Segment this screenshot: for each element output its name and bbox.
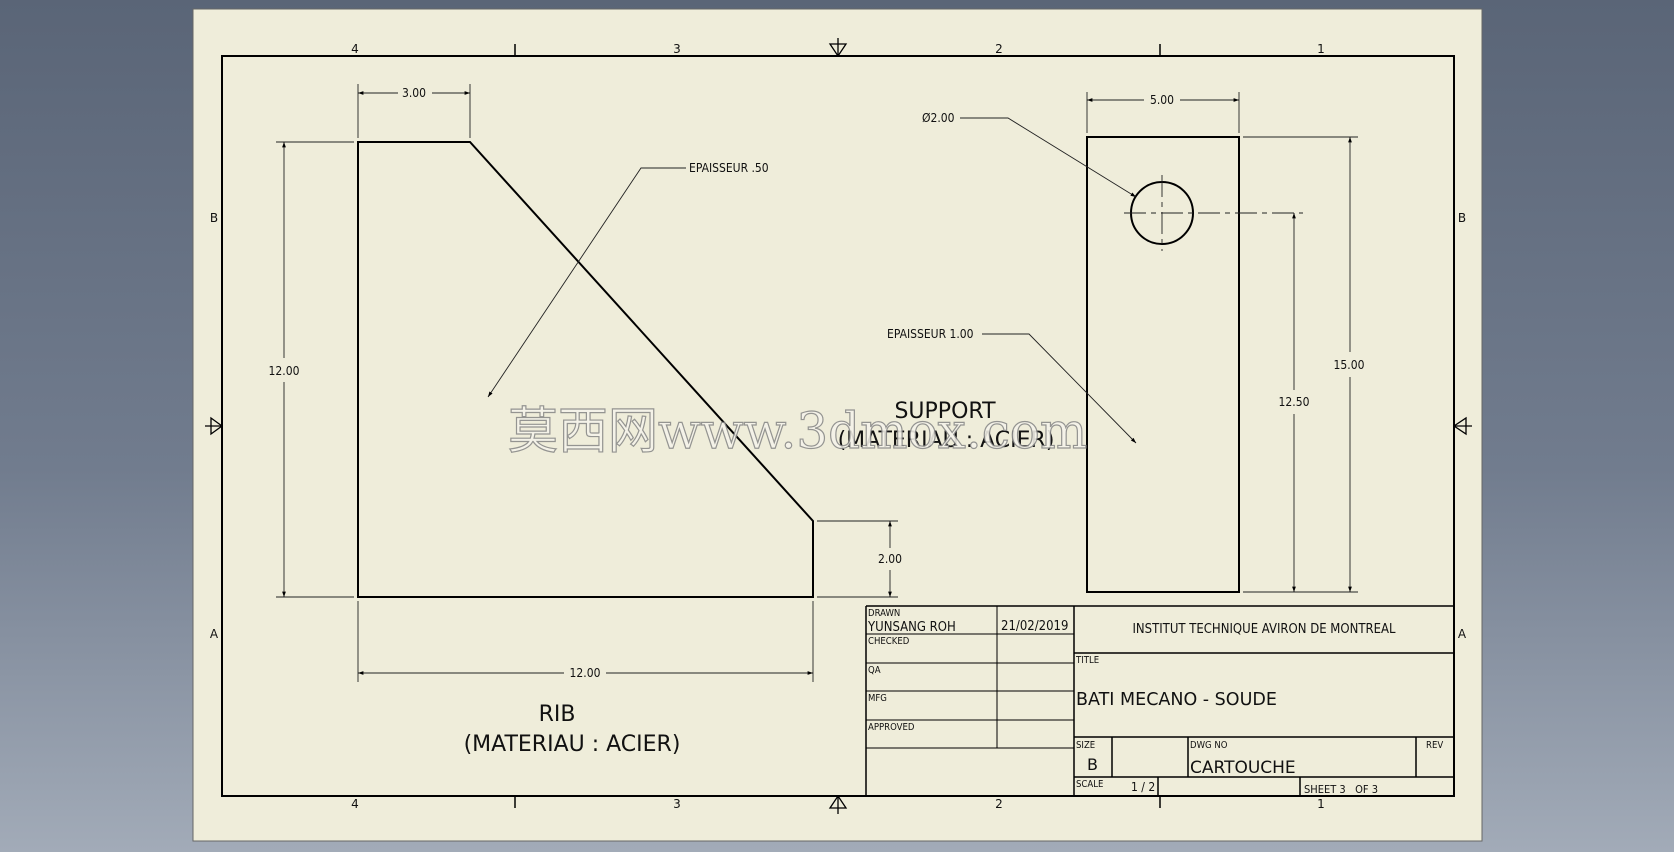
rib-dim-edge-height [817,520,898,598]
title-block-scale-label: SCALE [1076,779,1103,790]
rib-dim-top-width [357,84,471,138]
support-hole-centerlines [1124,175,1303,251]
title-block-checked-label: CHECKED [868,636,910,647]
zone-col-2-top: 2 [995,42,1003,56]
support-hole-diameter-label: Ø2.00 [922,111,955,125]
rib-dim-top-width-label: 3.00 [402,86,426,100]
zone-row-b-right: B [1458,211,1466,225]
title-block-approved-label: APPROVED [868,722,915,733]
title-block-dwg-no-label: DWG NO [1190,740,1228,751]
rib-thickness-leader [487,167,686,398]
zone-row-b-left: B [210,211,218,225]
rib-outline [357,141,814,598]
support-dim-hole-height-label: 12.50 [1279,395,1310,409]
zone-col-4-bottom: 4 [351,797,359,811]
rib-dim-base-width [357,601,814,682]
paper-sheet [192,8,1483,842]
rib-dim-edge-height-label: 2.00 [878,552,902,566]
title-block-mfg-label: MFG [868,693,887,704]
support-view: 5.00 Ø2.00 15.00 12.50 EPAISSEUR 1.00 SU… [838,92,1365,593]
title-block-size-label: SIZE [1076,740,1095,751]
zone-col-1-bottom: 1 [1317,797,1325,811]
centering-marks [205,38,1472,814]
support-thickness-note: EPAISSEUR 1.00 [887,327,974,341]
title-block-scale: 1 / 2 [1131,780,1155,794]
title-block-qa-label: QA [868,665,881,676]
title-block-size: B [1087,755,1098,774]
zone-col-4-top: 4 [351,42,359,56]
support-hole-leader [960,117,1137,198]
zone-col-2-bottom: 2 [995,797,1003,811]
rib-material: (MATERIAU : ACIER) [464,732,681,757]
support-dim-width-label: 5.00 [1150,93,1174,107]
zone-ticks [514,44,1161,808]
rib-dim-height-label: 12.00 [269,364,300,378]
title-block-title: BATI MECANO - SOUDE [1076,690,1277,710]
zone-col-3-top: 3 [673,42,681,56]
title-block-drawn-by: YUNSANG ROH [867,620,956,635]
title-block-dwg-no: CARTOUCHE [1190,758,1296,778]
zone-row-a-right: A [1458,627,1467,641]
rib-dim-base-width-label: 12.00 [570,666,601,680]
rib-thickness-note: EPAISSEUR .50 [689,161,769,175]
zone-col-3-bottom: 3 [673,797,681,811]
support-outline [1086,136,1240,593]
title-block-company: INSTITUT TECHNIQUE AVIRON DE MONTREAL [1132,622,1396,637]
rib-view: 3.00 12.00 12.00 2.00 EPAISSEUR .50 RIB … [269,84,902,757]
rib-dim-height [276,141,354,598]
support-material: (MATERIAU : ACIER) [838,428,1055,453]
zone-row-a-left: A [210,627,219,641]
support-thickness-leader [982,333,1137,444]
support-dim-hole-height [1243,213,1303,593]
support-dim-height-label: 15.00 [1334,358,1365,372]
support-dim-width [1086,92,1240,133]
title-block-sheet: SHEET 3 OF 3 [1304,783,1378,796]
watermark: 莫西网www.3dmox.com [508,402,1087,460]
zone-col-1-top: 1 [1317,42,1325,56]
title-block-title-label: TITLE [1075,655,1099,666]
title-block-drawn-label: DRAWN [868,608,900,619]
title-block-drawn-date: 21/02/2019 [1001,619,1068,634]
support-title: SUPPORT [894,399,996,424]
rib-title: RIB [539,702,576,727]
title-block-rev-label: REV [1426,740,1443,751]
title-block: DRAWN YUNSANG ROH 21/02/2019 CHECKED QA … [865,605,1454,796]
